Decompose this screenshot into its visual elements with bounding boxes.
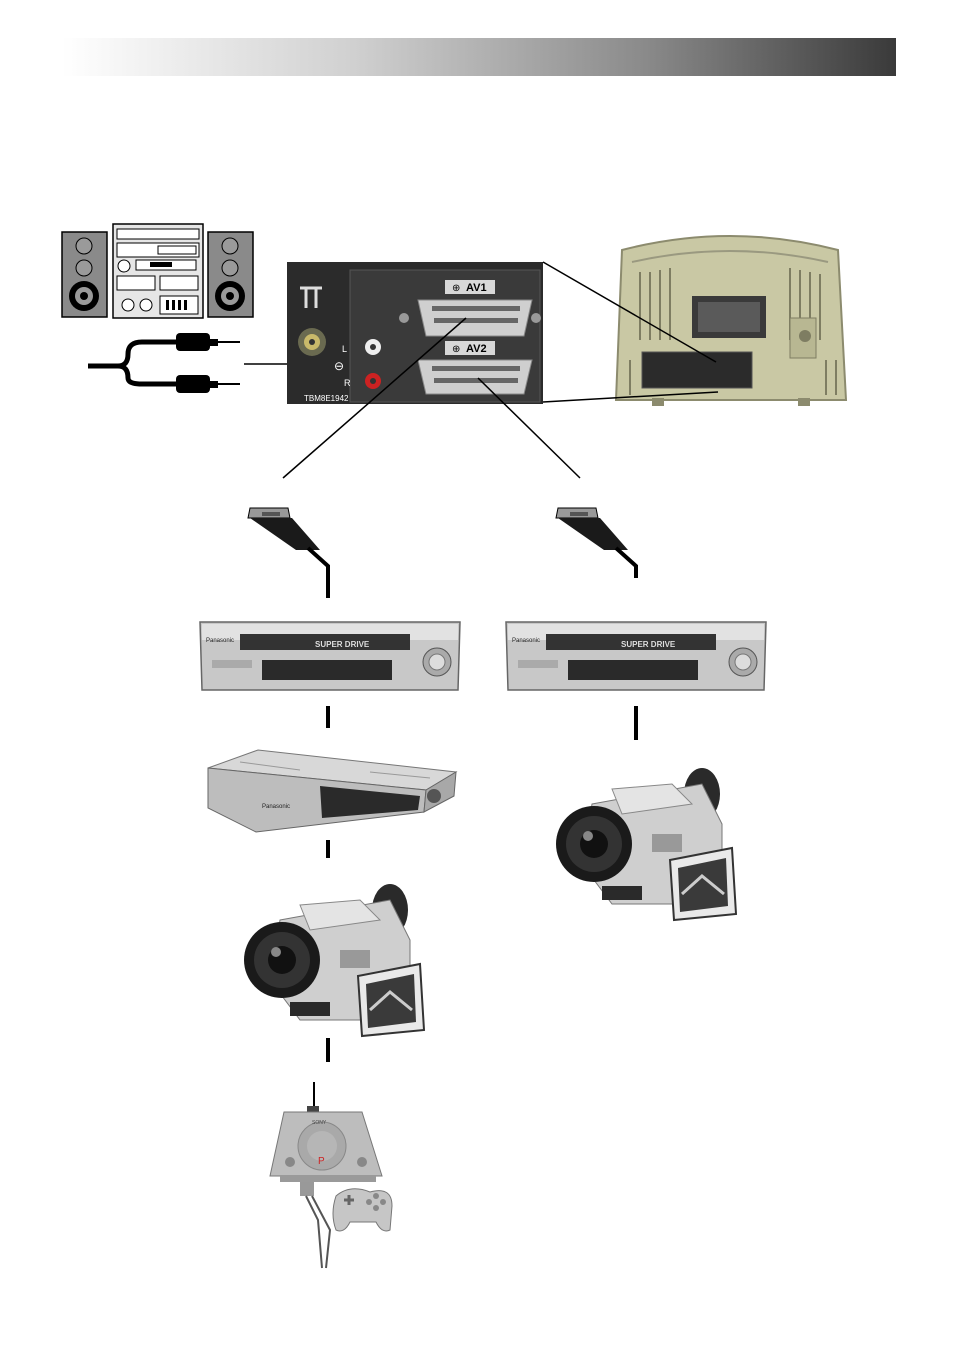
scart-av2-label: AV2 bbox=[466, 343, 487, 355]
speaker-left bbox=[62, 232, 107, 317]
rca-plug-right bbox=[176, 375, 210, 393]
receiver-dpad bbox=[427, 789, 441, 803]
svg-text:SUPER DRIVE: SUPER DRIVE bbox=[621, 640, 676, 649]
rca-audio-cable bbox=[88, 333, 240, 393]
game-controller bbox=[333, 1189, 392, 1231]
vcr-left-display bbox=[262, 660, 392, 680]
tv-rear-panel: L R ⊖ ⊕ AV1 ⊕ AV2 TBM8E1942 bbox=[287, 262, 543, 404]
game-console: SONY P bbox=[270, 1082, 392, 1268]
speaker-right bbox=[208, 232, 253, 317]
svg-text:SONY: SONY bbox=[312, 1120, 327, 1126]
svg-text:Panasonic: Panasonic bbox=[206, 638, 234, 644]
audio-label-right: R bbox=[344, 378, 351, 388]
audio-label-left: L bbox=[342, 344, 347, 354]
svg-text:⊕: ⊕ bbox=[452, 283, 460, 294]
audio-out-icon: ⊖ bbox=[334, 359, 344, 373]
svg-text:Panasonic: Panasonic bbox=[512, 638, 540, 644]
tv-set-rear bbox=[616, 236, 846, 406]
scart-plug-left bbox=[248, 508, 328, 598]
hifi-system bbox=[62, 224, 253, 318]
vcr-right-display bbox=[568, 660, 698, 680]
svg-text:⊕: ⊕ bbox=[452, 344, 460, 355]
panel-model-code: TBM8E1942 bbox=[304, 394, 349, 403]
rca-plug-left bbox=[176, 333, 210, 351]
satellite-receiver: Panasonic bbox=[208, 750, 456, 832]
vcr-left: SUPER DRIVE Panasonic bbox=[200, 622, 460, 690]
camcorder-left bbox=[244, 884, 424, 1036]
stereo-unit bbox=[113, 224, 203, 318]
console-logo-icon: P bbox=[318, 1156, 325, 1167]
scart-socket-av2 bbox=[418, 360, 532, 394]
camcorder-right bbox=[556, 768, 736, 920]
vcr-right: SUPER DRIVE Panasonic bbox=[506, 622, 766, 690]
scart-plug-right bbox=[556, 508, 636, 578]
scart-av1-label: AV1 bbox=[466, 282, 487, 294]
svg-text:Panasonic: Panasonic bbox=[262, 804, 290, 810]
svg-text:SUPER DRIVE: SUPER DRIVE bbox=[315, 640, 370, 649]
